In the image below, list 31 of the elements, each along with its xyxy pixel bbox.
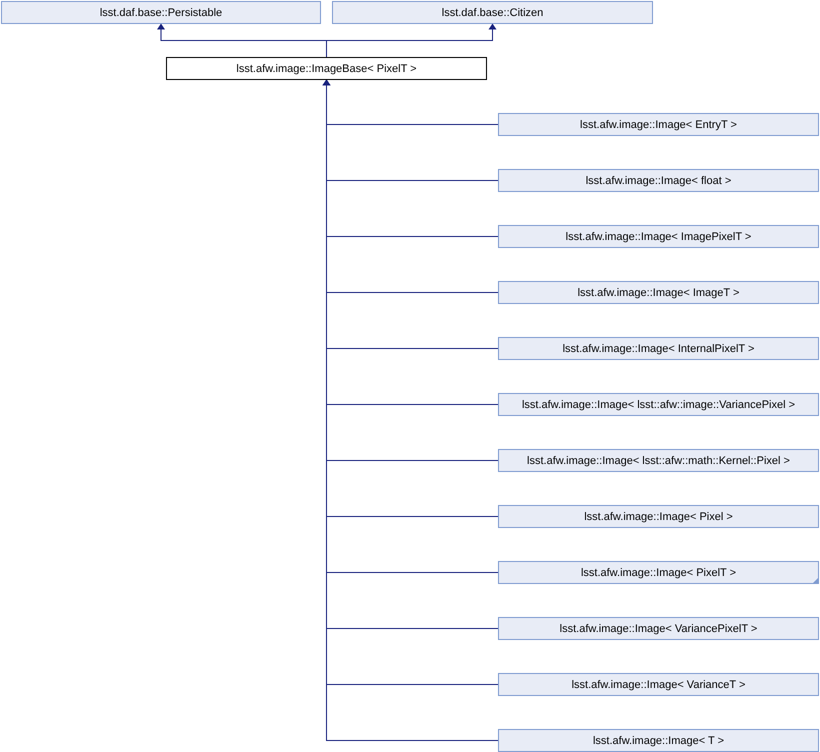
class-name: lsst.afw.image::Image< VariancePixelT >: [560, 622, 758, 634]
class-name: lsst.daf.base::Persistable: [100, 6, 222, 18]
base-class-box: [498, 729, 819, 752]
base-class-box: [498, 617, 819, 640]
class-name: lsst.afw.image::ImageBase< PixelT >: [236, 62, 417, 74]
class-name: lsst.afw.image::Image< PixelT >: [580, 566, 736, 578]
base-class-box: [498, 393, 819, 416]
class-name: lsst.afw.image::Image< ImagePixelT >: [566, 230, 752, 242]
base-class-box: [498, 169, 819, 192]
base-class-box: [1, 1, 321, 24]
class-name: lsst.afw.image::Image< InternalPixelT >: [562, 342, 754, 354]
base-class-box: [498, 673, 819, 696]
base-class-box: [498, 561, 819, 584]
class-name: lsst.afw.image::Image< lsst::afw::math::Kernel::Pixel >: [527, 454, 790, 466]
base-class-box: [498, 337, 819, 360]
class-name: lsst.afw.image::Image< EntryT >: [580, 118, 737, 130]
class-name: lsst.afw.image::Image< Pixel >: [584, 510, 733, 522]
class-name: lsst.afw.image::Image< VarianceT >: [572, 678, 746, 690]
class-name: lsst.afw.image::Image< lsst::afw::image::VariancePixel >: [522, 398, 796, 410]
base-class-box: [498, 449, 819, 472]
class-name: lsst.afw.image::Image< float >: [586, 174, 732, 186]
class-name: lsst.daf.base::Citizen: [442, 6, 544, 18]
base-class-box: [498, 225, 819, 248]
class-name: lsst.afw.image::Image< ImageT >: [578, 286, 740, 298]
class-name: lsst.afw.image::Image< T >: [592, 734, 724, 746]
base-class-box: [498, 113, 819, 136]
inheritance-arrow: [326, 24, 496, 58]
class-box: [166, 57, 487, 80]
base-class-box: [332, 1, 653, 24]
base-class-box: [498, 505, 819, 528]
base-class-box: [498, 281, 819, 304]
